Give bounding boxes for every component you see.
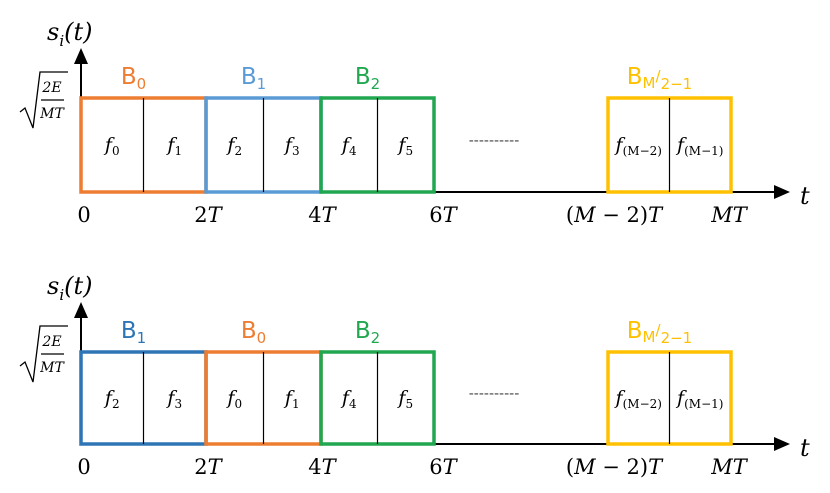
frequency-label: f(M−1) (675, 134, 723, 158)
tick-label: 0 (77, 203, 90, 227)
ellipsis-dashes: ---------- (469, 133, 520, 149)
amplitude-label: 2E MT (19, 325, 68, 383)
y-axis-label: si(t) (47, 272, 93, 304)
tick-label: MT (710, 203, 749, 227)
tick-label: (M − 2)T (566, 455, 664, 479)
block-b2: B2 f4 f5 (319, 64, 436, 194)
block-b1: B1 f2 f3 (204, 64, 323, 194)
tick-label: 2T (194, 203, 223, 227)
x-axis-arrow (774, 185, 790, 199)
x-axis-arrow (774, 437, 790, 451)
amplitude-denominator: MT (39, 360, 65, 376)
block-label: B0 (241, 318, 266, 347)
frequency-label: f4 (340, 134, 357, 158)
tick-label: 6T (429, 455, 458, 479)
frequency-label: f2 (103, 387, 120, 411)
y-axis-label: si(t) (47, 18, 93, 50)
block-label: B0 (121, 64, 146, 93)
block-label: B1 (241, 64, 266, 93)
block-b0: B0 f0 f1 (204, 318, 323, 446)
amplitude-label: 2E MT (19, 71, 68, 129)
block-bm: BM/2−1 f(M−2) f(M−1) (606, 318, 733, 446)
panel-2: si(t) t 2E MT B1 f2 f3 B0 f0 f1 B2 f4 f5 BM/2−1 f(M−2)… (19, 272, 810, 479)
frequency-label: f(M−1) (675, 387, 723, 411)
x-axis-label: t (800, 434, 810, 462)
tick-label: MT (710, 455, 749, 479)
x-axis-label: t (800, 182, 810, 210)
block-bm: BM/2−1 f(M−2) f(M−1) (606, 64, 733, 194)
y-axis-arrow (74, 302, 88, 318)
frequency-label: f2 (225, 134, 242, 158)
tick-label: 4T (308, 455, 337, 479)
block-b1: B1 f2 f3 (79, 318, 208, 446)
frequency-label: f0 (103, 134, 120, 158)
block-label: B2 (355, 318, 380, 347)
block-label: BM/2−1 (627, 318, 692, 347)
panel-1: si(t) t 2E MT B0 f0 f1 B1 f2 f3 B2 f4 f5 BM/2−1 f(M−2)… (19, 18, 810, 227)
frequency-label: f3 (165, 387, 182, 411)
tick-label: 4T (308, 203, 337, 227)
block-label: B2 (355, 64, 380, 93)
frequency-label: f4 (340, 387, 357, 411)
y-axis-arrow (74, 48, 88, 64)
ellipsis-dashes: ---------- (469, 386, 520, 402)
frequency-label: f1 (165, 134, 182, 158)
tick-label: (M − 2)T (566, 203, 664, 227)
amplitude-numerator: 2E (41, 80, 61, 96)
block-b0: B0 f0 f1 (79, 64, 208, 194)
block-b2: B2 f4 f5 (319, 318, 436, 446)
amplitude-numerator: 2E (41, 334, 61, 350)
frequency-label: f(M−2) (614, 134, 662, 158)
tick-label: 0 (77, 455, 90, 479)
frequency-label: f(M−2) (614, 387, 662, 411)
tick-label: 2T (194, 455, 223, 479)
frequency-label: f0 (225, 387, 242, 411)
block-label: BM/2−1 (627, 64, 692, 93)
amplitude-denominator: MT (39, 106, 65, 122)
frequency-label: f5 (396, 134, 413, 158)
frequency-label: f1 (283, 387, 300, 411)
block-label: B1 (121, 318, 146, 347)
frequency-label: f3 (283, 134, 300, 158)
tick-label: 6T (429, 203, 458, 227)
frequency-label: f5 (396, 387, 413, 411)
